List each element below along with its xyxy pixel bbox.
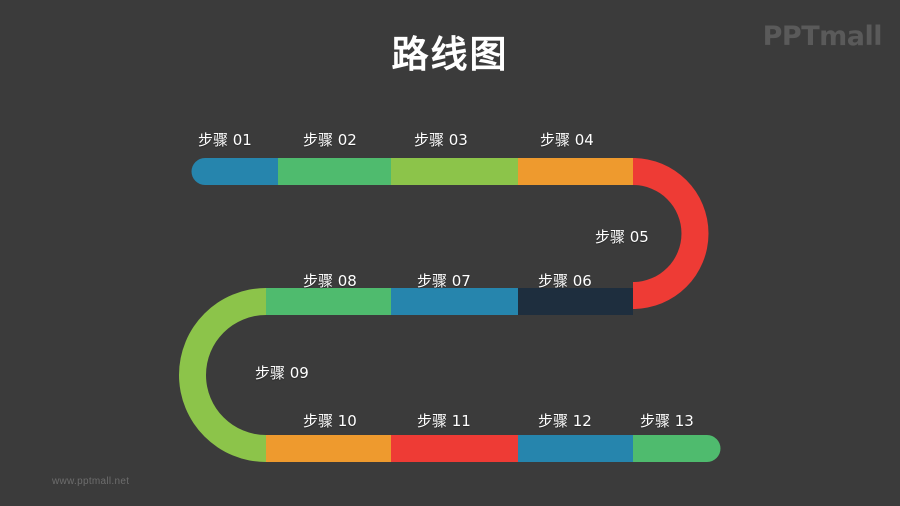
segment-step-13[interactable] (633, 435, 721, 462)
page-title: 路线图 (391, 33, 509, 76)
step-label-07: 步骤 07 (417, 272, 471, 290)
segment-step-04[interactable] (518, 158, 633, 185)
segment-step-11[interactable] (391, 435, 518, 462)
step-label-08: 步骤 08 (303, 272, 357, 290)
step-label-02: 步骤 02 (303, 131, 357, 149)
step-label-01: 步骤 01 (198, 131, 252, 149)
segment-step-06[interactable] (518, 288, 633, 315)
step-label-04: 步骤 04 (540, 131, 594, 149)
step-label-06: 步骤 06 (538, 272, 592, 290)
segment-step-02[interactable] (278, 158, 391, 185)
step-label-12: 步骤 12 (538, 412, 592, 430)
step-label-11: 步骤 11 (417, 412, 471, 430)
pptmall-logo: PPTmall (762, 21, 883, 52)
segment-step-07[interactable] (391, 288, 518, 315)
segment-step-01[interactable] (191, 158, 279, 185)
segment-step-12[interactable] (518, 435, 633, 462)
segment-step-09[interactable] (179, 288, 266, 462)
step-label-13: 步骤 13 (640, 412, 694, 430)
segment-step-10[interactable] (266, 435, 391, 462)
step-label-09: 步骤 09 (255, 364, 309, 382)
segment-step-08[interactable] (266, 288, 391, 315)
step-label-03: 步骤 03 (414, 131, 468, 149)
footer-url: www.pptmall.net (52, 476, 130, 487)
segment-step-03[interactable] (391, 158, 518, 185)
step-label-10: 步骤 10 (303, 412, 357, 430)
segment-step-05[interactable] (633, 158, 709, 309)
step-label-05: 步骤 05 (595, 228, 649, 246)
